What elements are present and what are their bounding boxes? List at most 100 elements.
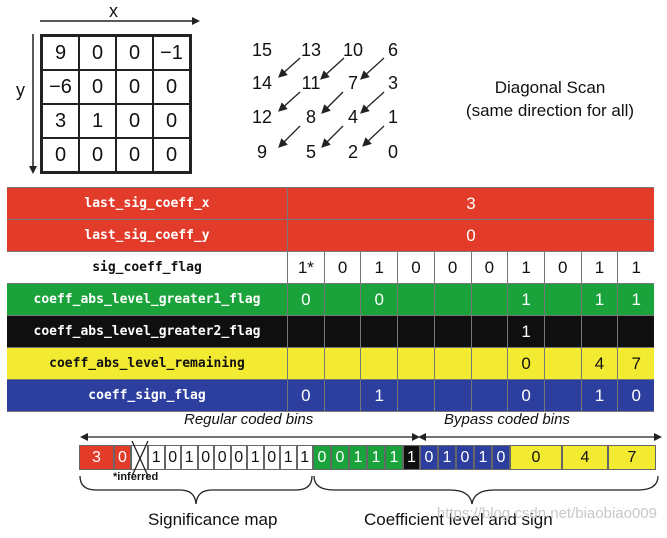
- bin-white: 0: [263, 445, 280, 470]
- row-cell: [545, 284, 582, 315]
- matrix-cell: 0: [79, 36, 116, 70]
- significance-map-caption: Significance map: [148, 510, 278, 529]
- scan-number: 13: [300, 40, 322, 60]
- scan-number: 1: [387, 107, 398, 127]
- row-cell: [472, 284, 509, 315]
- bin-blue: 1: [438, 445, 456, 470]
- row-cell: 0: [325, 252, 362, 283]
- row-level-remaining: coeff_abs_level_remaining 0 4 7: [7, 347, 654, 379]
- bin-yellow: 0: [510, 445, 562, 470]
- bin-green: 1: [367, 445, 385, 470]
- scan-caption: Diagonal Scan (same direction for all): [440, 76, 660, 122]
- scan-number: 0: [387, 142, 398, 162]
- row-value: 3: [466, 193, 476, 213]
- row-cell: 1: [361, 380, 399, 411]
- row-cell: [472, 316, 509, 347]
- row-value: 0: [466, 225, 476, 245]
- row-cell: 1: [361, 252, 399, 283]
- scan-number: 5: [305, 142, 316, 162]
- row-cell: [618, 316, 654, 347]
- matrix-cell: 0: [153, 104, 190, 138]
- row-cell: [472, 348, 509, 379]
- row-cell: [398, 316, 435, 347]
- bin-blue: 0: [420, 445, 438, 470]
- matrix-cell: 9: [42, 36, 79, 70]
- scan-number: 4: [347, 107, 358, 127]
- bin-white: 0: [164, 445, 181, 470]
- bin-white: 1: [280, 445, 297, 470]
- row-cell: 1: [508, 316, 545, 347]
- bin-red: 0: [114, 445, 131, 470]
- bin-yellow: 7: [608, 445, 656, 470]
- row-cell: 1: [508, 284, 545, 315]
- row-cell: [472, 380, 509, 411]
- row-last-sig-coeff-x: last_sig_coeff_x 3: [7, 187, 654, 219]
- bin-white: 0: [230, 445, 247, 470]
- row-cell: 1: [582, 380, 619, 411]
- coded-range-arrows: [80, 433, 662, 441]
- bin-blue: 1: [474, 445, 492, 470]
- coefficient-level-caption: Coefficient level and sign: [364, 510, 553, 529]
- bin-red: 3: [79, 445, 114, 470]
- row-cell: [435, 348, 472, 379]
- regular-coded-label: Regular coded bins: [184, 411, 314, 428]
- scan-number: 9: [256, 142, 267, 162]
- row-cell: 0: [398, 252, 435, 283]
- matrix-cell: 0: [153, 138, 190, 172]
- row-cell: 0: [288, 284, 325, 315]
- bin-white: 1: [296, 445, 313, 470]
- scan-direction-arrows: [278, 57, 385, 148]
- row-cell: [435, 284, 472, 315]
- row-cell: [398, 284, 435, 315]
- scan-caption-line1: Diagonal Scan: [494, 78, 606, 97]
- bin-white: 0: [214, 445, 231, 470]
- row-cell: [435, 380, 472, 411]
- row-cell: 0: [508, 348, 545, 379]
- bin-blue: 0: [492, 445, 510, 470]
- row-cell: [398, 380, 435, 411]
- row-cell: 0: [435, 252, 472, 283]
- row-sig-coeff-flag: sig_coeff_flag 1* 0 1 0 0 0 1 0 1 1: [7, 251, 654, 283]
- row-greater1-flag: coeff_abs_level_greater1_flag 0 0 1 1 1: [7, 283, 654, 315]
- scan-number: 7: [347, 73, 358, 93]
- scan-number: 2: [347, 142, 358, 162]
- scan-number: 8: [305, 107, 316, 127]
- scan-number: 10: [342, 40, 364, 60]
- scan-caption-line2: (same direction for all): [465, 101, 635, 120]
- row-cell: 4: [582, 348, 619, 379]
- bin-green: 0: [331, 445, 349, 470]
- row-label: coeff_abs_level_remaining: [7, 348, 288, 379]
- matrix-cell: −1: [153, 36, 190, 70]
- row-last-sig-coeff-y: last_sig_coeff_y 0: [7, 219, 654, 251]
- matrix-cell: 0: [153, 70, 190, 104]
- watermark: https://blog.csdn.net/biaobiao009: [436, 505, 657, 522]
- scan-number: 3: [387, 73, 398, 93]
- x-axis-arrow: [29, 17, 200, 174]
- row-cell: 0: [508, 380, 545, 411]
- row-greater2-flag: coeff_abs_level_greater2_flag 1: [7, 315, 654, 347]
- matrix-cell: 3: [42, 104, 79, 138]
- row-cell: [582, 316, 619, 347]
- bin-white: 1: [148, 445, 165, 470]
- row-cell: [435, 316, 472, 347]
- row-cell: [325, 316, 362, 347]
- matrix-cell: 0: [79, 70, 116, 104]
- row-cell: 1*: [288, 252, 325, 283]
- row-label: last_sig_coeff_y: [7, 220, 288, 251]
- row-label: coeff_sign_flag: [7, 380, 288, 411]
- row-cell: [325, 284, 362, 315]
- scan-number: 14: [251, 73, 273, 93]
- scan-number: 11: [301, 73, 321, 93]
- matrix-cell: 1: [79, 104, 116, 138]
- syntax-table: last_sig_coeff_x 3 last_sig_coeff_y 0 si…: [7, 187, 654, 412]
- bin-yellow: 4: [562, 445, 608, 470]
- row-cell: 0: [361, 284, 399, 315]
- matrix-cell: 0: [79, 138, 116, 172]
- bin-green: 1: [349, 445, 367, 470]
- row-cell: [288, 316, 325, 347]
- bypass-coded-label: Bypass coded bins: [444, 411, 570, 428]
- row-cell: 0: [631, 385, 641, 405]
- bin-green: 1: [385, 445, 403, 470]
- bin-white: 0: [197, 445, 214, 470]
- bin-black: 1: [403, 445, 420, 470]
